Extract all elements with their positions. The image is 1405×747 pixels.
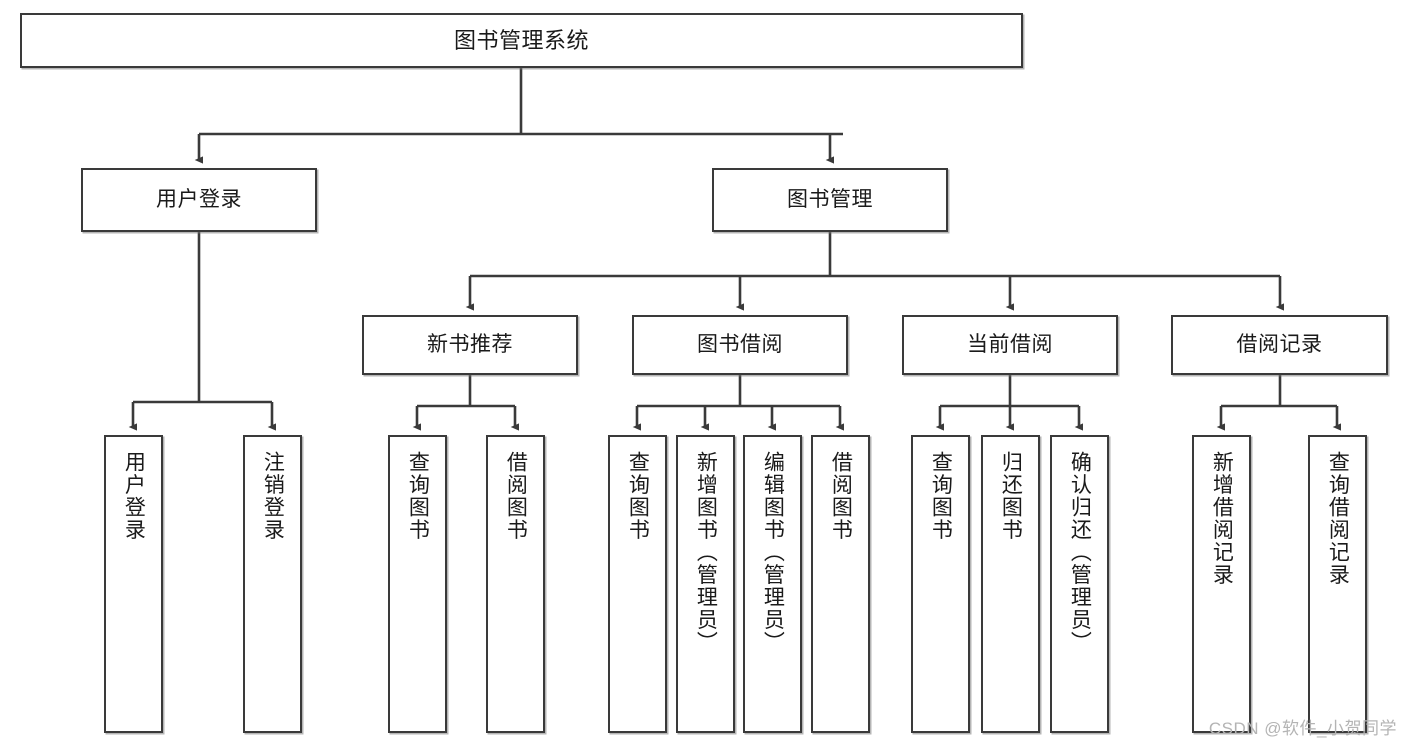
node-new-book-recommend[interactable]: 新书推荐: [362, 315, 578, 375]
node-leaf-logout[interactable]: 注销登录: [243, 435, 302, 733]
node-leaf-logout-label: 注销登录: [261, 451, 285, 541]
node-leaf-edit-book[interactable]: 编辑图书（管理员）: [743, 435, 802, 733]
node-current-borrow-label: 当前借阅: [967, 332, 1053, 356]
node-book-manage-label: 图书管理: [787, 187, 873, 211]
node-leaf-add-book[interactable]: 新增图书（管理员）: [676, 435, 735, 733]
node-leaf-add-record[interactable]: 新增借阅记录: [1192, 435, 1251, 733]
node-leaf-query-book-1-label: 查询图书: [406, 451, 430, 541]
node-user-login-label: 用户登录: [156, 187, 242, 211]
node-leaf-add-book-label: 新增图书（管理员）: [694, 451, 718, 654]
node-leaf-query-book-2-label: 查询图书: [626, 451, 650, 541]
node-leaf-borrow-book-2[interactable]: 借阅图书: [811, 435, 870, 733]
node-leaf-user-login-label: 用户登录: [122, 451, 146, 541]
node-root-label: 图书管理系统: [453, 27, 589, 53]
node-leaf-borrow-book-1-label: 借阅图书: [504, 451, 528, 541]
node-leaf-query-book-3[interactable]: 查询图书: [911, 435, 970, 733]
node-leaf-return-book-label: 归还图书: [999, 451, 1023, 541]
node-root[interactable]: 图书管理系统: [20, 13, 1023, 68]
node-leaf-borrow-book-2-label: 借阅图书: [829, 451, 853, 541]
node-leaf-edit-book-label: 编辑图书（管理员）: [761, 451, 785, 654]
node-leaf-query-book-3-label: 查询图书: [929, 451, 953, 541]
node-leaf-confirm-return-label: 确认归还（管理员）: [1068, 451, 1092, 654]
node-leaf-add-record-label: 新增借阅记录: [1210, 451, 1234, 586]
node-leaf-query-record[interactable]: 查询借阅记录: [1308, 435, 1367, 733]
node-book-borrow-label: 图书借阅: [697, 332, 783, 356]
node-leaf-return-book[interactable]: 归还图书: [981, 435, 1040, 733]
watermark-text: CSDN @软件_小贺同学: [1208, 719, 1397, 738]
node-user-login[interactable]: 用户登录: [81, 168, 317, 232]
node-new-book-recommend-label: 新书推荐: [427, 332, 513, 356]
node-leaf-borrow-book-1[interactable]: 借阅图书: [486, 435, 545, 733]
node-leaf-query-book-1[interactable]: 查询图书: [388, 435, 447, 733]
node-borrow-record-label: 借阅记录: [1236, 332, 1323, 356]
node-leaf-query-record-label: 查询借阅记录: [1326, 451, 1350, 586]
node-leaf-query-book-2[interactable]: 查询图书: [608, 435, 667, 733]
node-borrow-record[interactable]: 借阅记录: [1171, 315, 1388, 375]
node-leaf-confirm-return[interactable]: 确认归还（管理员）: [1050, 435, 1109, 733]
node-book-manage[interactable]: 图书管理: [712, 168, 948, 232]
node-current-borrow[interactable]: 当前借阅: [902, 315, 1118, 375]
node-leaf-user-login[interactable]: 用户登录: [104, 435, 163, 733]
node-book-borrow[interactable]: 图书借阅: [632, 315, 848, 375]
